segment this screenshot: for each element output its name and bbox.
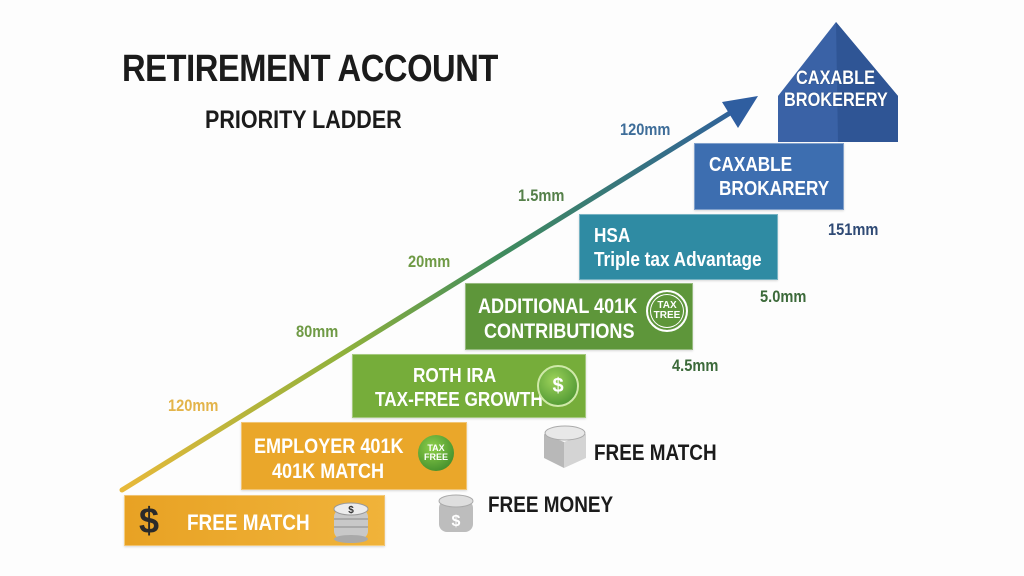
step-taxable-brokerage: CAXABLE BROKARERY [694,143,844,210]
step-additional-401k: ADDITIONAL 401K CONTRIBUTIONS TAX TREE [465,283,693,350]
side-label: 151mm [828,220,879,239]
page-subtitle: PRIORITY LADDER [205,106,402,134]
free-match-callout: FREE MATCH [594,440,717,465]
dollar-growth-badge-icon: $ [537,365,579,407]
line-label: 120mm [620,120,671,139]
line-label: 1.5mm [518,186,565,205]
badge-text: FREE [423,452,448,462]
side-label: 4.5mm [672,356,719,375]
coin-stack-icon: $ [333,502,369,543]
step-line1: FREE MATCH [187,510,310,535]
free-money-callout: FREE MONEY [488,492,614,517]
step-line2: Triple tax Advantage [594,249,762,271]
badge-text: $ [552,375,564,397]
step-line1: CAXABLE [709,154,793,176]
step-line2: BROKARERY [719,178,830,200]
step-free-match: $ FREE MATCH $ [124,495,385,546]
tax-tree-badge-icon: TAX TREE [646,290,688,332]
step-line2: CONTRIBUTIONS [484,320,635,343]
piggy-bank-dollar-icon: $ [438,494,474,532]
line-label: 120mm [168,396,219,415]
vault-icon [544,425,586,468]
step-hsa: HSA Triple tax Advantage [579,214,778,280]
svg-text:$: $ [348,505,354,516]
step-line1: ADDITIONAL 401K [478,295,638,318]
line-label: 80mm [296,322,339,341]
house-shape [778,22,898,142]
dollar-sign-icon: $ [139,500,160,541]
svg-text:$: $ [452,513,461,530]
step-line2: 401K MATCH [272,460,385,483]
step-line1: HSA [594,225,631,247]
step-line1: CAXABLE [796,68,875,89]
badge-text: TAX [657,300,677,311]
step-line1: ROTH IRA [413,365,497,387]
step-employer-401k: EMPLOYER 401K 401K MATCH TAX FREE [241,422,467,490]
badge-text: TREE [653,310,681,321]
page-title: RETIREMENT ACCOUNT [122,48,498,90]
step-line2: TAX-FREE GROWTH [375,389,543,411]
step-line2: BROKERERY [784,90,888,111]
step-line1: EMPLOYER 401K [254,435,404,458]
step-roth-ira: ROTH IRA TAX-FREE GROWTH $ [352,354,586,418]
step-taxable-brokerage-house: CAXABLE BROKERERY [784,68,900,111]
badge-text: TAX [427,443,445,453]
tax-free-badge-icon: TAX FREE [418,435,454,471]
line-label: 20mm [408,252,451,271]
side-label: 5.0mm [760,287,807,306]
